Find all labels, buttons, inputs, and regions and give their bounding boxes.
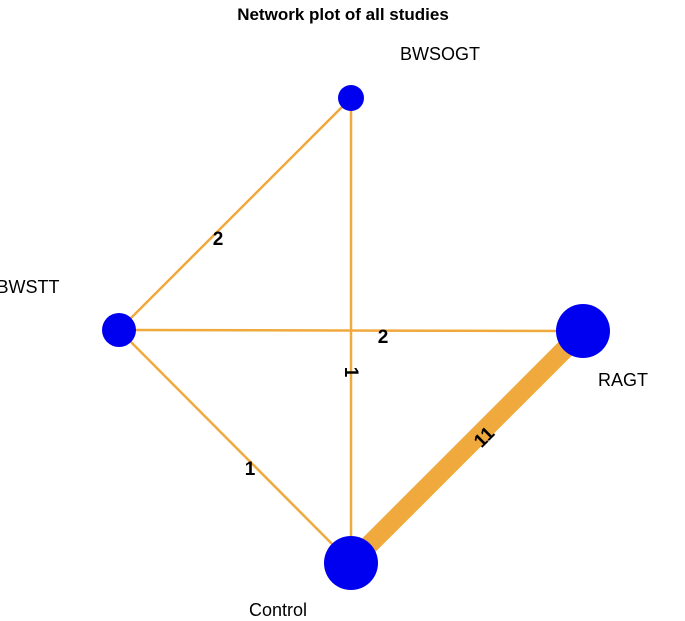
node-label-bwstt: BWSTT (0, 277, 60, 297)
node-label-ragt: RAGT (598, 370, 648, 390)
edges-layer (118, 97, 590, 570)
plot-title: Network plot of all studies (237, 5, 449, 24)
edge-bwstt-control (118, 329, 352, 564)
edge-label-bwstt-control: 1 (245, 459, 256, 480)
node-label-bwsogt: BWSOGT (400, 44, 480, 64)
node-bwstt (102, 313, 136, 347)
node-label-control: Control (249, 600, 307, 620)
edge-bwstt-bwsogt (118, 97, 352, 331)
edge-label-bwstt-bwsogt: 2 (213, 229, 224, 250)
nodes-layer (102, 85, 610, 590)
node-ragt (556, 304, 610, 358)
node-labels-layer: BWSOGT BWSTT RAGT Control (0, 44, 648, 620)
node-bwsogt (338, 85, 364, 111)
edge-label-bwsogt-control: 1 (340, 367, 361, 378)
edge-control-ragt (344, 324, 590, 570)
edge-label-bwstt-ragt: 2 (378, 327, 389, 348)
node-control (324, 536, 378, 590)
